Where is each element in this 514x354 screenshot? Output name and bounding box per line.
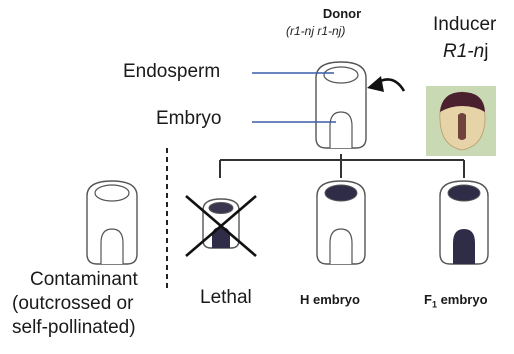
f1-embryo-label: F1 embryo	[424, 292, 488, 310]
embryo-label: Embryo	[156, 108, 221, 130]
lethal-label: Lethal	[200, 287, 252, 309]
f1-embryo-kernel	[440, 181, 488, 264]
outcome-bracket	[220, 154, 464, 178]
donor-kernel	[316, 62, 366, 148]
pollination-arrow	[367, 76, 404, 92]
inducer-genotype: R1-nj	[443, 41, 488, 63]
contaminant-label-line2: (outcrossed or	[12, 292, 138, 316]
contaminant-label-line1: Contaminant	[12, 268, 138, 292]
lethal-kernel	[203, 199, 239, 248]
contaminant-label: Contaminant (outcrossed or self-pollinat…	[12, 268, 138, 340]
h-embryo-kernel	[317, 181, 365, 264]
inducer-kernel-photo	[426, 86, 496, 156]
h-embryo-label: H embryo	[300, 292, 360, 307]
donor-genotype: (r1-nj r1-nj)	[286, 24, 345, 38]
endosperm-label: Endosperm	[123, 61, 220, 83]
donor-title: Donor	[316, 6, 368, 21]
inducer-title: Inducer	[433, 14, 496, 36]
contaminant-label-line3: self-pollinated)	[12, 316, 138, 340]
contaminant-kernel	[87, 181, 137, 264]
